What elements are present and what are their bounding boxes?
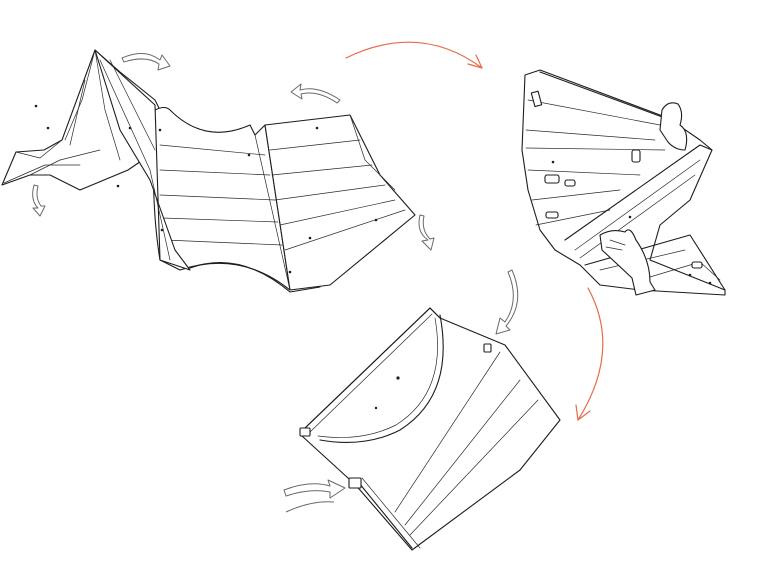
insert-arrow-icon xyxy=(285,501,335,513)
folded-result xyxy=(283,269,561,551)
hand-icon xyxy=(599,229,656,296)
arrow-step1-to-step2 xyxy=(345,41,483,69)
down-arrow-icon xyxy=(418,214,435,251)
hand-icon xyxy=(659,102,688,151)
arrow-step2-to-step3 xyxy=(575,287,604,421)
unfolded-shell xyxy=(1,49,435,293)
rotate-arrow-icon xyxy=(290,83,341,104)
insert-arrow-icon xyxy=(495,269,519,335)
insert-arrow-icon xyxy=(283,479,346,499)
down-arrow-icon xyxy=(32,184,46,217)
folding-in-progress xyxy=(521,69,726,296)
rotate-arrow-icon xyxy=(121,53,171,71)
